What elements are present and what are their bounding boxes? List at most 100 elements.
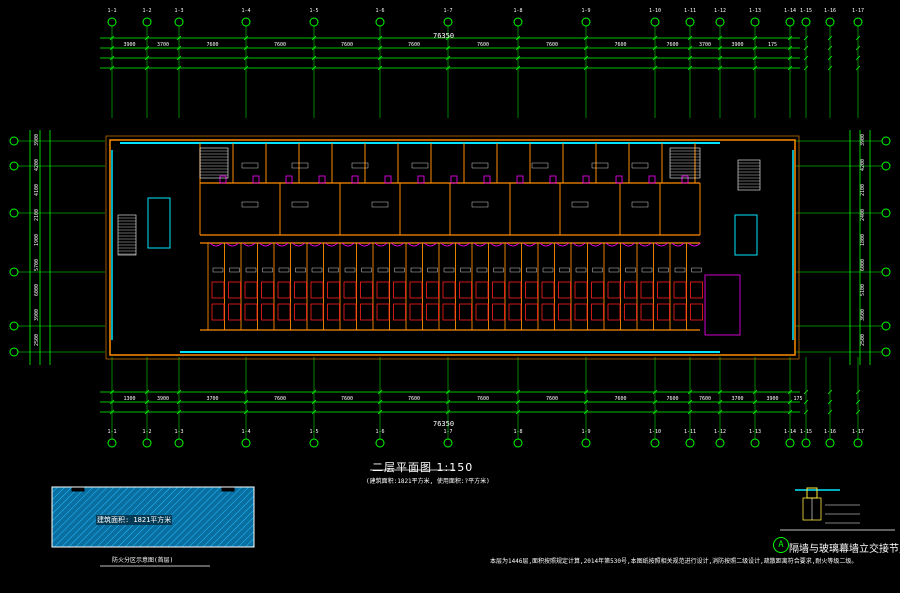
bed bbox=[558, 281, 571, 299]
dimension-tick bbox=[176, 35, 182, 41]
dimension-tick bbox=[855, 389, 861, 395]
dimension-tick bbox=[445, 55, 451, 61]
general-note: 本层为1446层,面积按照规定计算,2014年第530号,本图纸按照相关规范进行… bbox=[490, 558, 858, 565]
grid-label-top: 1-8 bbox=[513, 8, 522, 14]
bed bbox=[360, 281, 373, 299]
dimension-tick bbox=[855, 35, 861, 41]
door bbox=[219, 175, 227, 184]
bed bbox=[574, 281, 588, 299]
dimension-tick bbox=[377, 389, 383, 395]
dimension-top: 3700 bbox=[699, 42, 711, 48]
dimension-tick bbox=[717, 55, 723, 61]
ward-label-box bbox=[674, 267, 686, 273]
dimension-tick bbox=[752, 45, 758, 51]
bed bbox=[211, 303, 225, 321]
dimension-tick bbox=[109, 55, 115, 61]
grid-bubble-top bbox=[785, 17, 795, 27]
door bbox=[252, 175, 260, 184]
dimension-tick bbox=[652, 45, 658, 51]
dimension-bottom: 3700 bbox=[206, 396, 218, 402]
dimension-tick bbox=[144, 35, 150, 41]
bed bbox=[475, 303, 489, 321]
dimension-tick bbox=[311, 45, 317, 51]
grid-label-top: 1-1 bbox=[107, 8, 116, 14]
dimension-top: 7600 bbox=[546, 42, 558, 48]
dimension-tick bbox=[445, 45, 451, 51]
grid-bubble-left bbox=[9, 208, 19, 218]
bed bbox=[277, 303, 291, 321]
bed bbox=[343, 281, 357, 299]
dimension-tick bbox=[787, 389, 793, 395]
bed bbox=[310, 281, 324, 299]
dimension-left: 6000 bbox=[34, 284, 40, 296]
bed bbox=[492, 281, 505, 299]
dimension-tick bbox=[583, 45, 589, 51]
door-swing bbox=[226, 242, 239, 247]
bed bbox=[409, 303, 423, 321]
grid-bubble-top bbox=[801, 17, 811, 27]
door-swing bbox=[490, 242, 503, 247]
grid-bubble-top bbox=[309, 17, 319, 27]
dimension-tick bbox=[176, 55, 182, 61]
dimension-top: 7600 bbox=[666, 42, 678, 48]
dimension-left: 3900 bbox=[34, 134, 40, 146]
dimension-tick bbox=[311, 399, 317, 405]
grid-bubble-bottom bbox=[107, 438, 117, 448]
dimension-tick bbox=[144, 65, 150, 71]
drawing-title: 二层平面图 1:150 bbox=[372, 461, 474, 474]
dimension-tick bbox=[109, 45, 115, 51]
dimension-tick bbox=[377, 399, 383, 405]
bed bbox=[459, 303, 472, 321]
dimension-tick bbox=[787, 35, 793, 41]
room-label-box bbox=[531, 162, 549, 169]
door-swing bbox=[688, 242, 701, 247]
grid-bubble-bottom bbox=[825, 438, 835, 448]
dimension-right: 5100 bbox=[860, 284, 866, 296]
door-swing bbox=[605, 242, 619, 247]
dimension-tick bbox=[109, 35, 115, 41]
grid-label-top: 1-13 bbox=[749, 8, 761, 14]
bed bbox=[261, 281, 274, 299]
bed bbox=[277, 281, 291, 299]
room-label-box bbox=[471, 201, 489, 208]
ward-label-box bbox=[592, 267, 603, 273]
ward-label-box bbox=[295, 267, 306, 273]
dimension-tick bbox=[144, 399, 150, 405]
grid-bubble-top bbox=[750, 17, 760, 27]
dimension-tick bbox=[752, 55, 758, 61]
grid-bubble-bottom bbox=[142, 438, 152, 448]
dimension-tick bbox=[243, 55, 249, 61]
door bbox=[384, 175, 392, 184]
dimension-tick bbox=[583, 409, 589, 415]
dimension-right: 2100 bbox=[860, 184, 866, 196]
grid-bubble-top bbox=[685, 17, 695, 27]
ward-label-box bbox=[526, 267, 537, 273]
bed bbox=[294, 303, 307, 321]
door bbox=[318, 175, 326, 184]
dimension-tick bbox=[377, 65, 383, 71]
bed bbox=[690, 281, 703, 299]
door-swing bbox=[308, 242, 322, 247]
door-swing bbox=[341, 242, 355, 247]
grid-label-top: 1-15 bbox=[800, 8, 812, 14]
bed bbox=[376, 281, 390, 299]
door-swing bbox=[325, 242, 338, 247]
room-label-box bbox=[291, 201, 309, 208]
grid-bubble-top bbox=[174, 17, 184, 27]
ward-label-box bbox=[410, 267, 422, 273]
door bbox=[483, 175, 491, 184]
bed bbox=[673, 303, 687, 321]
room-label-box bbox=[471, 162, 489, 169]
dimension-tick bbox=[243, 45, 249, 51]
bed bbox=[294, 281, 307, 299]
dimension-tick bbox=[717, 45, 723, 51]
room-label-box bbox=[241, 162, 259, 169]
dimension-tick bbox=[311, 35, 317, 41]
dimension-tick bbox=[855, 65, 861, 71]
door-swing bbox=[457, 242, 470, 247]
door-swing bbox=[539, 242, 553, 247]
detail-marker: A bbox=[773, 537, 789, 553]
dimension-tick bbox=[787, 399, 793, 405]
room-label-box bbox=[291, 162, 309, 169]
ward-label-box bbox=[493, 267, 504, 273]
